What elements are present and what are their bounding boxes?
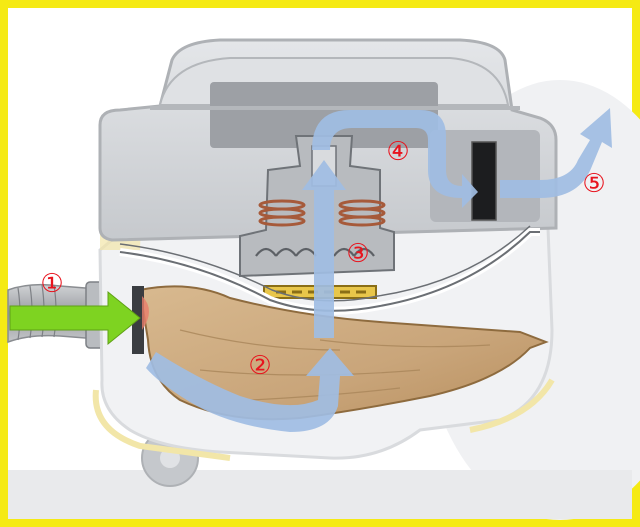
step-labels: ① ② ③ ④ ⑤ <box>40 137 605 381</box>
step-label-5: ⑤ <box>582 169 605 199</box>
step-label-2: ② <box>248 351 271 381</box>
exhaust-filter <box>471 141 497 221</box>
inlet-arrow <box>9 290 141 346</box>
floor <box>8 470 632 519</box>
step-label-4: ④ <box>386 137 409 167</box>
step-label-3: ③ <box>346 239 369 269</box>
exhaust-flow-arrow <box>312 110 478 208</box>
body-trim <box>92 378 555 461</box>
bag-flow-arrow <box>146 348 354 432</box>
motor-flow-arrow <box>302 160 346 338</box>
outlet-arrow <box>500 108 612 198</box>
step-label-1: ① <box>40 269 63 299</box>
airflow-arrows <box>9 108 612 432</box>
top-cavity <box>210 82 438 148</box>
